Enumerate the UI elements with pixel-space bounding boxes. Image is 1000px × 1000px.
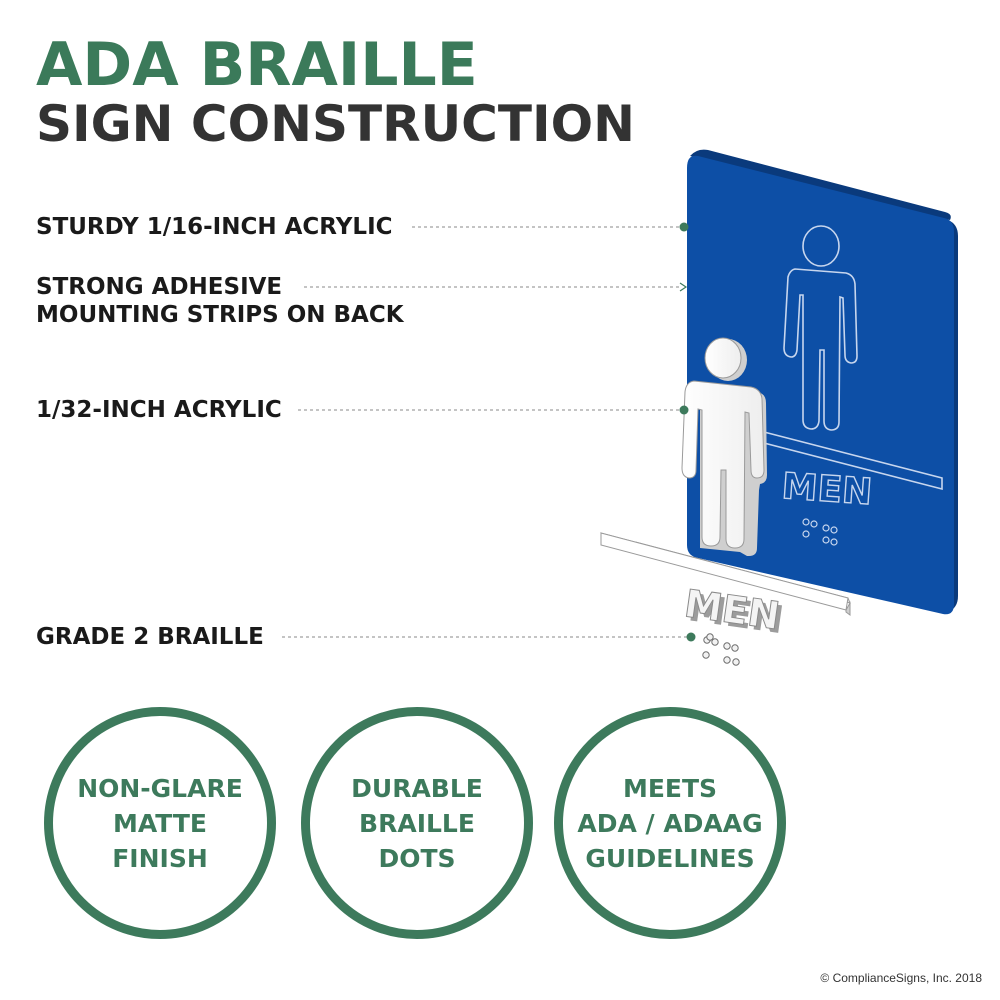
figure-head <box>704 337 742 379</box>
badge-line: ADA / ADAAG <box>577 808 763 838</box>
callout-adhesive-line2: MOUNTING STRIPS ON BACK <box>36 302 404 328</box>
sign-top-edge <box>690 149 951 220</box>
sign-face-braille <box>802 518 838 546</box>
badge-line: DURABLE <box>351 773 483 803</box>
page-title: ADA BRAILLE <box>36 30 478 100</box>
badge-line: MEETS <box>622 773 718 803</box>
callout-braille-text: GRADE 2 BRAILLE <box>36 624 264 650</box>
badge-non-glare: NON-GLARE MATTE FINISH <box>44 707 276 939</box>
badge-line: MATTE <box>112 808 208 838</box>
badge-line: BRAILLE <box>359 808 475 838</box>
callout-markers <box>679 222 696 642</box>
callout-thin-acrylic-text: 1/32-INCH ACRYLIC <box>36 397 282 423</box>
sign-face-figure <box>783 225 858 431</box>
badge-durable-braille: DURABLE BRAILLE DOTS <box>301 707 533 939</box>
callout-adhesive-strips: STRONG ADHESIVE MOUNTING STRIPS ON BACK <box>36 273 404 329</box>
adhesive-arrow-icon <box>679 282 688 292</box>
page-subtitle: SIGN CONSTRUCTION <box>36 95 635 153</box>
badge-line: GUIDELINES <box>585 843 755 873</box>
badge-line: NON-GLARE <box>77 773 243 803</box>
badge-line: FINISH <box>112 843 208 873</box>
braille-dots <box>702 633 740 666</box>
callout-sturdy-acrylic-text: STURDY 1/16-INCH ACRYLIC <box>36 214 393 240</box>
figure-body <box>681 380 765 549</box>
callout-sturdy-acrylic: STURDY 1/16-INCH ACRYLIC <box>36 213 393 241</box>
marker-braille <box>686 632 696 642</box>
marker-acrylic-16 <box>679 222 689 232</box>
callout-leaders <box>282 226 688 638</box>
raised-acrylic-figure <box>681 337 767 556</box>
raised-divider-bar <box>600 532 851 616</box>
sign-face-label: MEN <box>780 466 873 513</box>
badge-line: DOTS <box>378 843 456 873</box>
copyright-notice: © ComplianceSigns, Inc. 2018 <box>820 971 982 985</box>
callout-braille: GRADE 2 BRAILLE <box>36 623 264 651</box>
badge-ada-guidelines: MEETS ADA / ADAAG GUIDELINES <box>554 707 786 939</box>
marker-acrylic-32 <box>679 405 689 415</box>
callout-adhesive-line1: STRONG ADHESIVE <box>36 274 283 300</box>
callout-thin-acrylic: 1/32-INCH ACRYLIC <box>36 396 282 424</box>
